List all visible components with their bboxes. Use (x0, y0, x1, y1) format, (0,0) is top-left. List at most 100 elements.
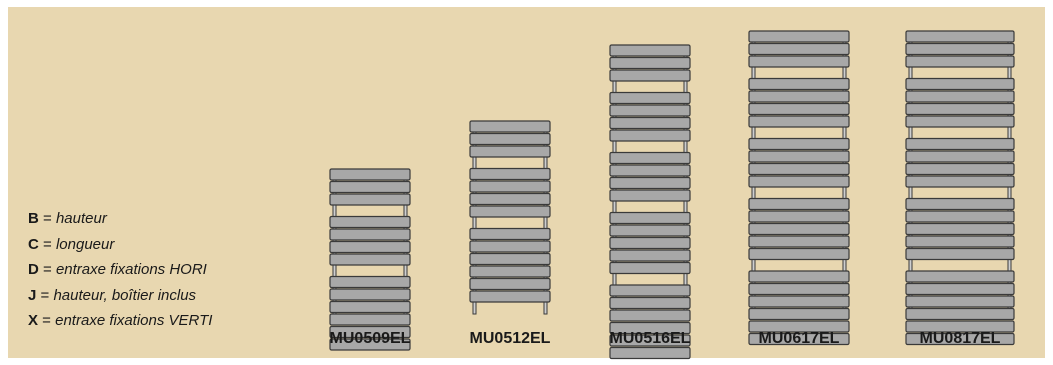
model-label-mu0512el: MU0512EL (469, 330, 551, 347)
radiator-bar (748, 282, 850, 296)
radiator-bar (905, 332, 1015, 346)
radiator-bar (748, 137, 850, 151)
radiator-bar (609, 44, 691, 57)
radiator-bar (329, 338, 411, 351)
radiator-bar (609, 189, 691, 202)
radiator-bar (329, 215, 411, 229)
model-label-mu0509el: MU0509EL (329, 330, 411, 347)
model-label-mu0617el: MU0617EL (758, 330, 840, 347)
radiator-bar (609, 56, 691, 70)
radiator-bar (905, 90, 1015, 103)
radiator-bar (905, 197, 1015, 211)
radiator-bar (905, 162, 1015, 176)
radiator-bar (609, 309, 691, 322)
radiator-bar (905, 210, 1015, 223)
radiator-bar (748, 197, 850, 211)
radiator-bar (469, 120, 551, 133)
radiator-bar (329, 253, 411, 266)
radiator-bar (905, 137, 1015, 151)
radiator-bar (748, 175, 850, 188)
radiator-bar (905, 77, 1015, 91)
legend-item-c: C = longueur (28, 235, 115, 253)
radiator-bar (609, 176, 691, 190)
radiator-bar (905, 55, 1015, 68)
radiator-bar (329, 168, 411, 181)
radiator-bar (469, 167, 551, 181)
radiator-bar (748, 270, 850, 283)
radiator-mu0516el (609, 44, 691, 360)
model-label-mu0516el: MU0516EL (609, 330, 691, 347)
radiator-bar (329, 313, 411, 326)
legend-item-d: D = entraxe fixations HORI (28, 261, 207, 278)
radiator-bar (748, 55, 850, 68)
radiator-mu0512el (469, 120, 551, 315)
radiator-bar (905, 30, 1015, 43)
radiator-bar (905, 270, 1015, 283)
radiator-bar (329, 228, 411, 241)
radiator-bar (609, 211, 691, 225)
radiator-bar (609, 321, 691, 335)
radiator-bar (609, 69, 691, 82)
radiator-bar (609, 334, 691, 347)
radiator-bar (329, 288, 411, 301)
radiator-bar (469, 252, 551, 266)
radiator-bar (748, 332, 850, 346)
radiator-bar (329, 300, 411, 314)
radiator-bar (609, 104, 691, 117)
radiator-bar (905, 282, 1015, 296)
radiator-bar (748, 30, 850, 43)
radiator-mu0509el (329, 168, 411, 351)
legend: B = hauteur C = longueur D = entraxe fix… (28, 206, 212, 334)
radiator-bar (609, 261, 691, 275)
radiator-bar (905, 102, 1015, 116)
radiator-bar (748, 210, 850, 223)
radiator-bar (905, 307, 1015, 321)
radiator-bar (748, 320, 850, 333)
radiator-bar (748, 222, 850, 236)
radiator-bar (905, 222, 1015, 236)
radiator-bar (905, 320, 1015, 333)
radiator-bar (609, 224, 691, 237)
radiator-bar (748, 102, 850, 116)
radiator-bar (748, 247, 850, 261)
radiator-bar (609, 129, 691, 142)
radiator-bar (469, 227, 551, 241)
radiator-bar (905, 150, 1015, 163)
radiator-bar (748, 235, 850, 248)
radiator-bar (469, 265, 551, 278)
radiator-bar (609, 116, 691, 130)
radiator-bar (905, 247, 1015, 261)
radiator-bar (905, 175, 1015, 188)
radiator-bar (905, 115, 1015, 128)
radiator-bar (469, 290, 551, 303)
radiator-bar (609, 151, 691, 165)
radiator-bar (905, 42, 1015, 56)
radiator-bar (609, 296, 691, 310)
radiator-bar (748, 150, 850, 163)
radiator-bar (469, 132, 551, 146)
radiator-bar (469, 240, 551, 253)
radiator-bar (329, 193, 411, 206)
radiator-mu0817el (905, 30, 1015, 346)
radiator-bar (609, 236, 691, 250)
radiator-bar (748, 77, 850, 91)
radiator-bar (609, 284, 691, 297)
radiator-bar (329, 180, 411, 194)
radiator-bar (905, 295, 1015, 308)
radiator-bar (609, 249, 691, 262)
radiator-bar (748, 162, 850, 176)
radiator-bar (469, 180, 551, 193)
radiator-bar (748, 307, 850, 321)
radiator-bar (748, 42, 850, 56)
model-label-mu0817el: MU0817EL (919, 330, 1001, 347)
radiator-bar (905, 235, 1015, 248)
legend-item-j: J = hauteur, boîtier inclus (28, 286, 197, 304)
radiator-bar (609, 164, 691, 177)
radiator-bar (748, 115, 850, 128)
radiator-bar (329, 240, 411, 254)
radiator-bar (469, 192, 551, 206)
radiator-bar (609, 91, 691, 105)
radiator-mu0617el (748, 30, 850, 346)
radiator-bar (469, 277, 551, 291)
